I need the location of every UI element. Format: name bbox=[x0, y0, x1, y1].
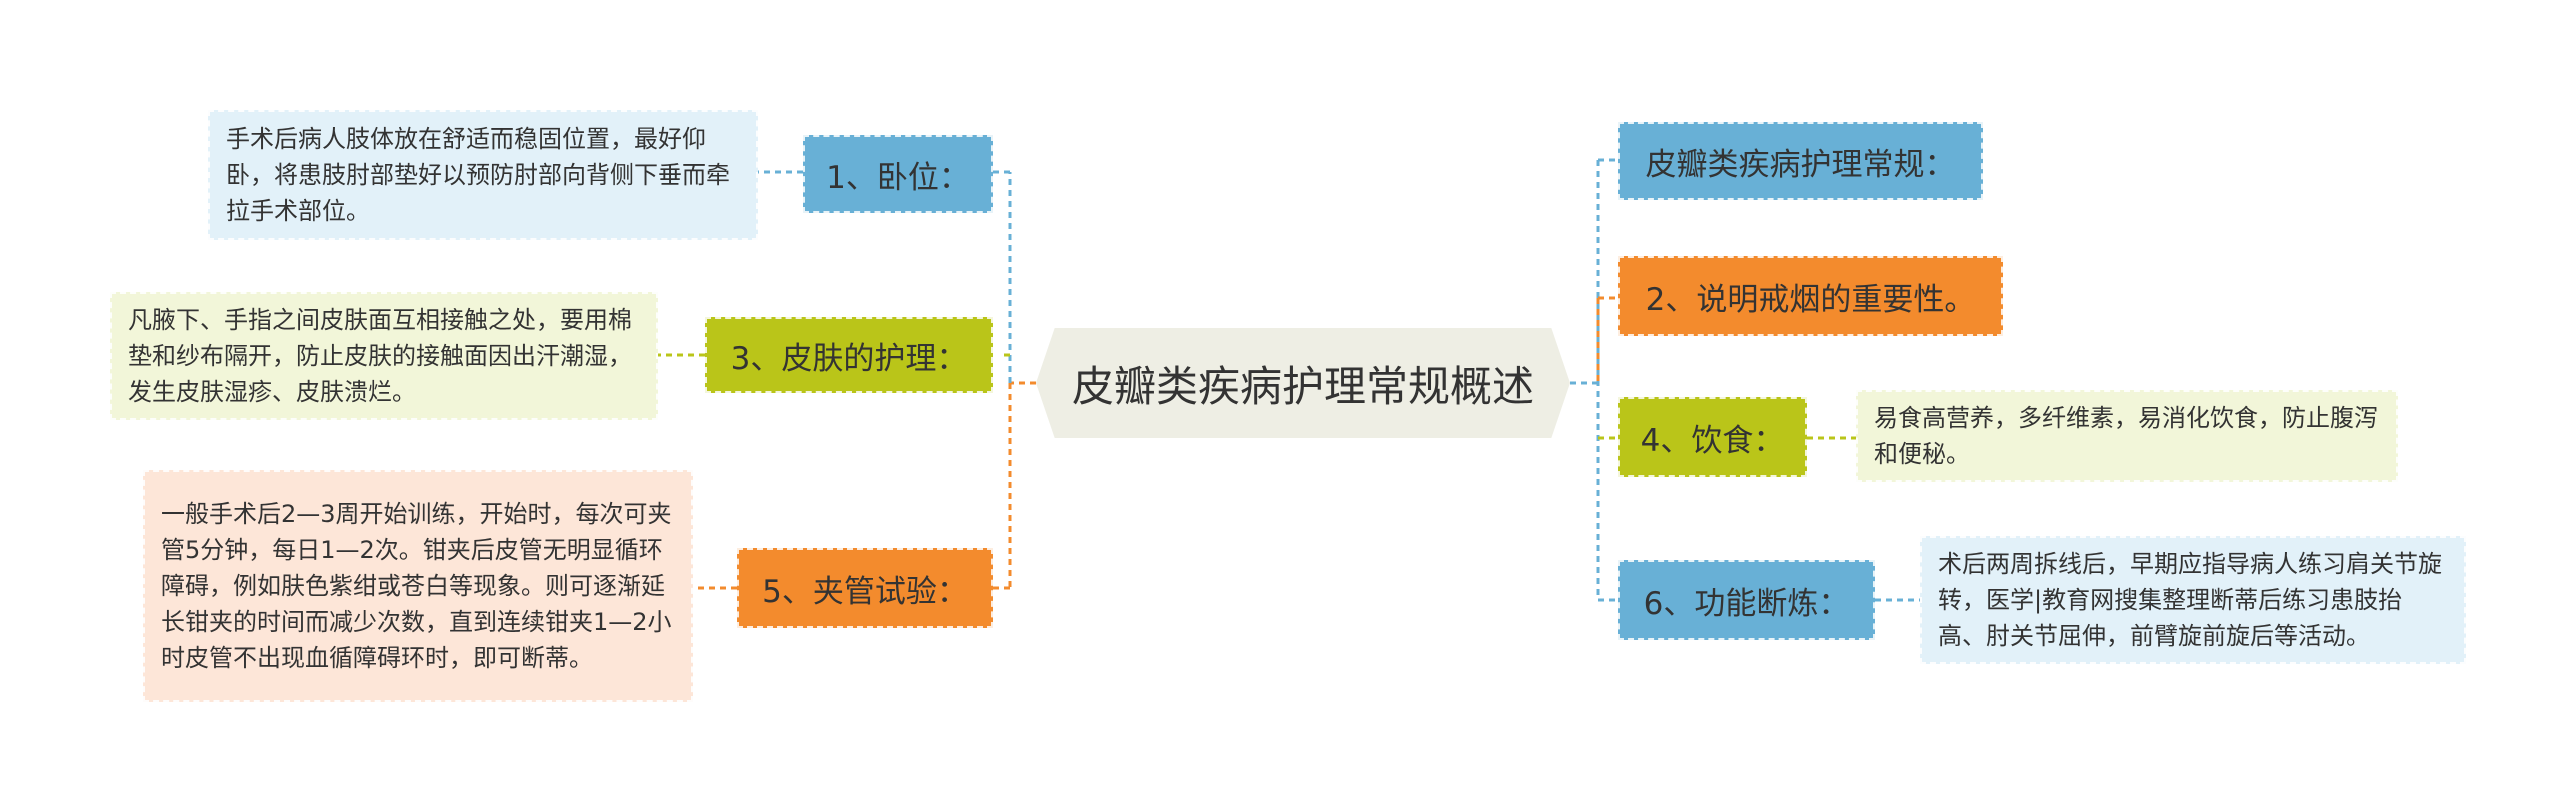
topic-clamp-test[interactable]: 5、夹管试验： bbox=[737, 548, 993, 628]
detail-skin-care[interactable]: 凡腋下、手指之间皮肤面互相接触之处，要用棉垫和纱布隔开，防止皮肤的接触面因出汗潮… bbox=[110, 292, 658, 420]
topic-lying-position-label: 1、卧位： bbox=[826, 159, 970, 196]
topic-diet-label: 4、饮食： bbox=[1640, 422, 1785, 459]
detail-diet[interactable]: 易食高营养，多纤维素，易消化饮食，防止腹泻和便秘。 bbox=[1856, 390, 2398, 482]
topic-diet[interactable]: 4、饮食： bbox=[1618, 397, 1807, 477]
detail-clamp-test[interactable]: 一般手术后2—3周开始训练，开始时，每次可夹管5分钟，每日1—2次。钳夹后皮管无… bbox=[143, 470, 693, 702]
detail-clamp-test-text: 一般手术后2—3周开始训练，开始时，每次可夹管5分钟，每日1—2次。钳夹后皮管无… bbox=[161, 500, 672, 672]
topic-skin-care-label: 3、皮肤的护理： bbox=[730, 340, 968, 377]
topic-function-exercise[interactable]: 6、功能断炼： bbox=[1618, 560, 1875, 640]
topic-clamp-test-label: 5、夹管试验： bbox=[762, 573, 968, 610]
topic-quit-smoking[interactable]: 2、说明戒烟的重要性。 bbox=[1618, 256, 2003, 336]
detail-function-exercise[interactable]: 术后两周拆线后，早期应指导病人练习肩关节旋转，医学|教育网搜集整理断蒂后练习患肢… bbox=[1920, 536, 2466, 664]
topic-care-routine[interactable]: 皮瓣类疾病护理常规： bbox=[1618, 122, 1983, 200]
topic-lying-position[interactable]: 1、卧位： bbox=[803, 135, 993, 213]
topic-care-routine-label: 皮瓣类疾病护理常规： bbox=[1645, 146, 1956, 183]
detail-skin-care-text: 凡腋下、手指之间皮肤面互相接触之处，要用棉垫和纱布隔开，防止皮肤的接触面因出汗潮… bbox=[128, 306, 632, 406]
detail-function-exercise-text: 术后两周拆线后，早期应指导病人练习肩关节旋转，医学|教育网搜集整理断蒂后练习患肢… bbox=[1938, 550, 2442, 650]
root-topic-label: 皮瓣类疾病护理常规概述 bbox=[1071, 361, 1534, 411]
topic-quit-smoking-label: 2、说明戒烟的重要性。 bbox=[1645, 281, 1976, 318]
root-topic[interactable]: 皮瓣类疾病护理常规概述 bbox=[1036, 328, 1570, 438]
topic-function-exercise-label: 6、功能断炼： bbox=[1643, 585, 1850, 622]
topic-skin-care[interactable]: 3、皮肤的护理： bbox=[705, 317, 993, 393]
detail-diet-text: 易食高营养，多纤维素，易消化饮食，防止腹泻和便秘。 bbox=[1874, 404, 2378, 468]
detail-lying-position-text: 手术后病人肢体放在舒适而稳固位置，最好仰卧，将患肢肘部垫好以预防肘部向背侧下垂而… bbox=[226, 125, 730, 225]
detail-lying-position[interactable]: 手术后病人肢体放在舒适而稳固位置，最好仰卧，将患肢肘部垫好以预防肘部向背侧下垂而… bbox=[208, 110, 758, 240]
